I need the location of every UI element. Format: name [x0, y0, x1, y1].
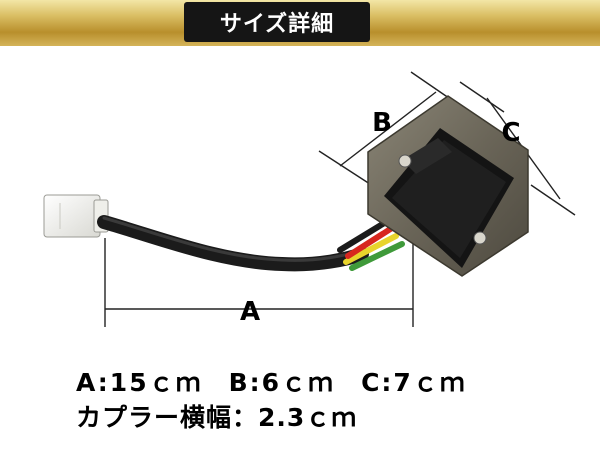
dimension-label-c: C: [501, 118, 520, 148]
product-dimension-figure: A B C: [43, 71, 576, 327]
dimension-label-b: B: [372, 108, 392, 138]
spec-a: A:15ｃｍ: [76, 368, 203, 397]
dimension-label-a: A: [240, 297, 260, 327]
spec-line-coupler-width: カプラー横幅：2.3ｃｍ: [76, 403, 358, 432]
regulator-body: [367, 95, 529, 277]
coupler-plug: [43, 194, 109, 238]
spec-line-dimensions: A:15ｃｍ B:6ｃｍ C:7ｃｍ: [76, 363, 467, 399]
title-banner: サイズ詳細: [0, 0, 600, 46]
spec-c: C:7ｃｍ: [361, 368, 467, 397]
banner-title: サイズ詳細: [184, 2, 370, 42]
spec-b: B:6ｃｍ: [228, 368, 336, 397]
wire-harness: [97, 215, 405, 272]
